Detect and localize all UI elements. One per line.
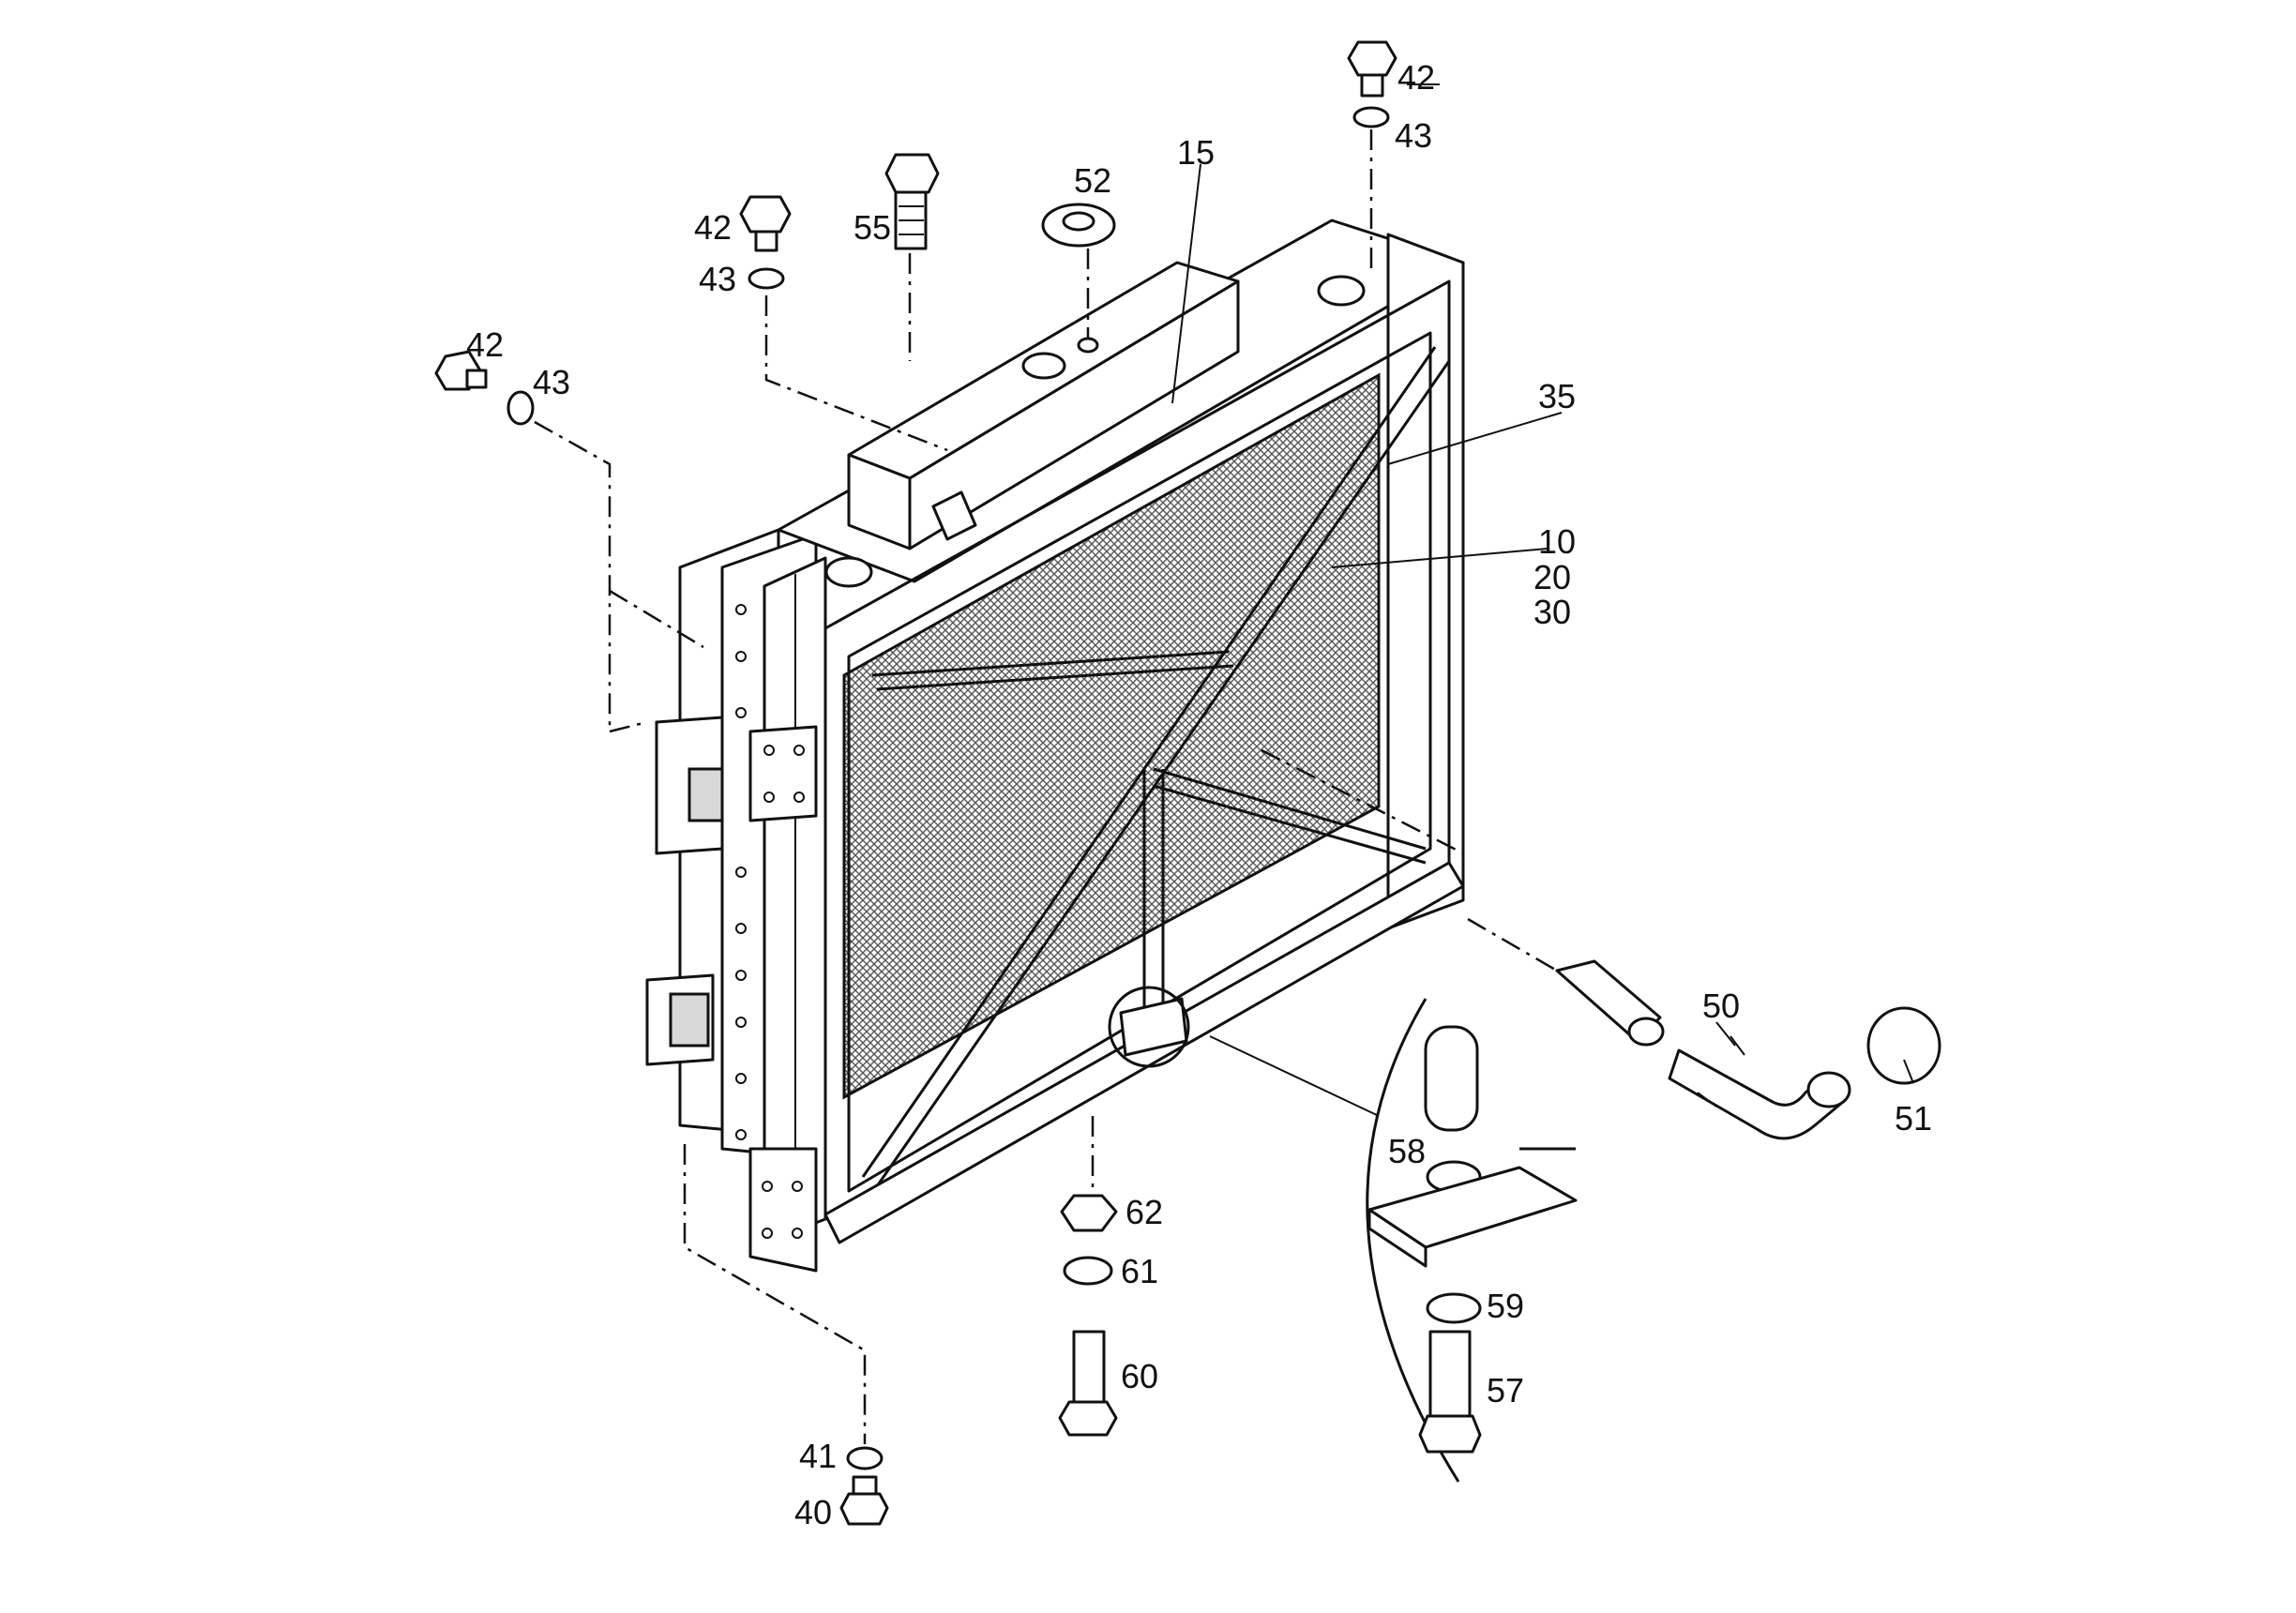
washer-43-left bbox=[506, 390, 535, 426]
callout-50: 50 bbox=[1702, 987, 1740, 1025]
filler-neck bbox=[1021, 352, 1066, 380]
cap-52 bbox=[1041, 203, 1116, 248]
plug-40 bbox=[839, 1475, 889, 1526]
bracket-c-lower bbox=[669, 992, 710, 1048]
callout-57: 57 bbox=[1487, 1371, 1524, 1409]
callout-61: 61 bbox=[1121, 1252, 1158, 1290]
callout-41: 41 bbox=[799, 1437, 837, 1475]
leader-lines bbox=[1171, 83, 1914, 1084]
callout-62: 62 bbox=[1125, 1193, 1163, 1231]
bracket-c-upper bbox=[687, 767, 724, 822]
callout-43-left: 43 bbox=[533, 363, 570, 401]
washer-43-center bbox=[748, 267, 785, 290]
bolt-57 bbox=[1428, 1330, 1472, 1418]
callout-15: 15 bbox=[1177, 133, 1215, 172]
bottom-rail bbox=[823, 861, 1465, 1244]
assembly-lines bbox=[534, 129, 1558, 1444]
callout-55: 55 bbox=[853, 208, 891, 247]
inlet-pipe-left bbox=[824, 556, 873, 588]
bolt-42-center bbox=[739, 195, 792, 252]
callout-20: 20 bbox=[1533, 558, 1571, 596]
callout-60: 60 bbox=[1121, 1357, 1158, 1395]
washer-59 bbox=[1426, 1292, 1482, 1324]
callout-42-top-right: 42 bbox=[1397, 58, 1435, 97]
callout-35: 35 bbox=[1538, 377, 1576, 415]
callout-10: 10 bbox=[1538, 522, 1576, 561]
hose-50 bbox=[1555, 959, 1851, 1140]
bolt-42-left bbox=[434, 350, 488, 391]
lower-brace bbox=[1153, 767, 1427, 851]
callout-42-center: 42 bbox=[694, 208, 732, 247]
callout-52: 52 bbox=[1074, 161, 1111, 200]
upper-brace bbox=[871, 650, 1230, 677]
radiator-core bbox=[842, 372, 1381, 1100]
bolt-55 bbox=[884, 153, 940, 250]
inlet-pipe-right bbox=[1317, 275, 1366, 307]
bolt-42-top-right bbox=[1347, 40, 1397, 98]
washer-43-top-right bbox=[1352, 106, 1390, 128]
nut-62 bbox=[1060, 1194, 1118, 1232]
radiator-assembly bbox=[645, 219, 1465, 1273]
callout-43-center: 43 bbox=[699, 260, 736, 298]
callout-58: 58 bbox=[1388, 1132, 1426, 1170]
callout-51: 51 bbox=[1895, 1099, 1932, 1138]
diagonal-brace bbox=[861, 346, 1437, 1178]
side-mount-plate bbox=[748, 725, 818, 822]
cap-51 bbox=[1866, 1006, 1941, 1085]
bolt-60 bbox=[1058, 1330, 1118, 1437]
callouts: 15 35 10 20 30 52 55 42 43 42 43 42 43 5… bbox=[466, 58, 1932, 1531]
header-tank-side bbox=[908, 279, 1240, 550]
front-frame-inner bbox=[847, 331, 1432, 1193]
callout-59: 59 bbox=[1487, 1287, 1524, 1325]
callout-43-top-right: 43 bbox=[1395, 116, 1432, 155]
right-side-frame bbox=[1386, 233, 1465, 930]
bottom-foot-plate bbox=[748, 1147, 818, 1273]
callout-40: 40 bbox=[794, 1493, 832, 1531]
detail-circle bbox=[1108, 986, 1190, 1068]
detail-inset bbox=[1366, 998, 1578, 1483]
washer-61 bbox=[1063, 1256, 1113, 1286]
callout-42-left: 42 bbox=[466, 325, 504, 364]
side-holes bbox=[735, 604, 747, 1140]
callout-30: 30 bbox=[1533, 593, 1571, 631]
washer-41 bbox=[846, 1446, 884, 1470]
